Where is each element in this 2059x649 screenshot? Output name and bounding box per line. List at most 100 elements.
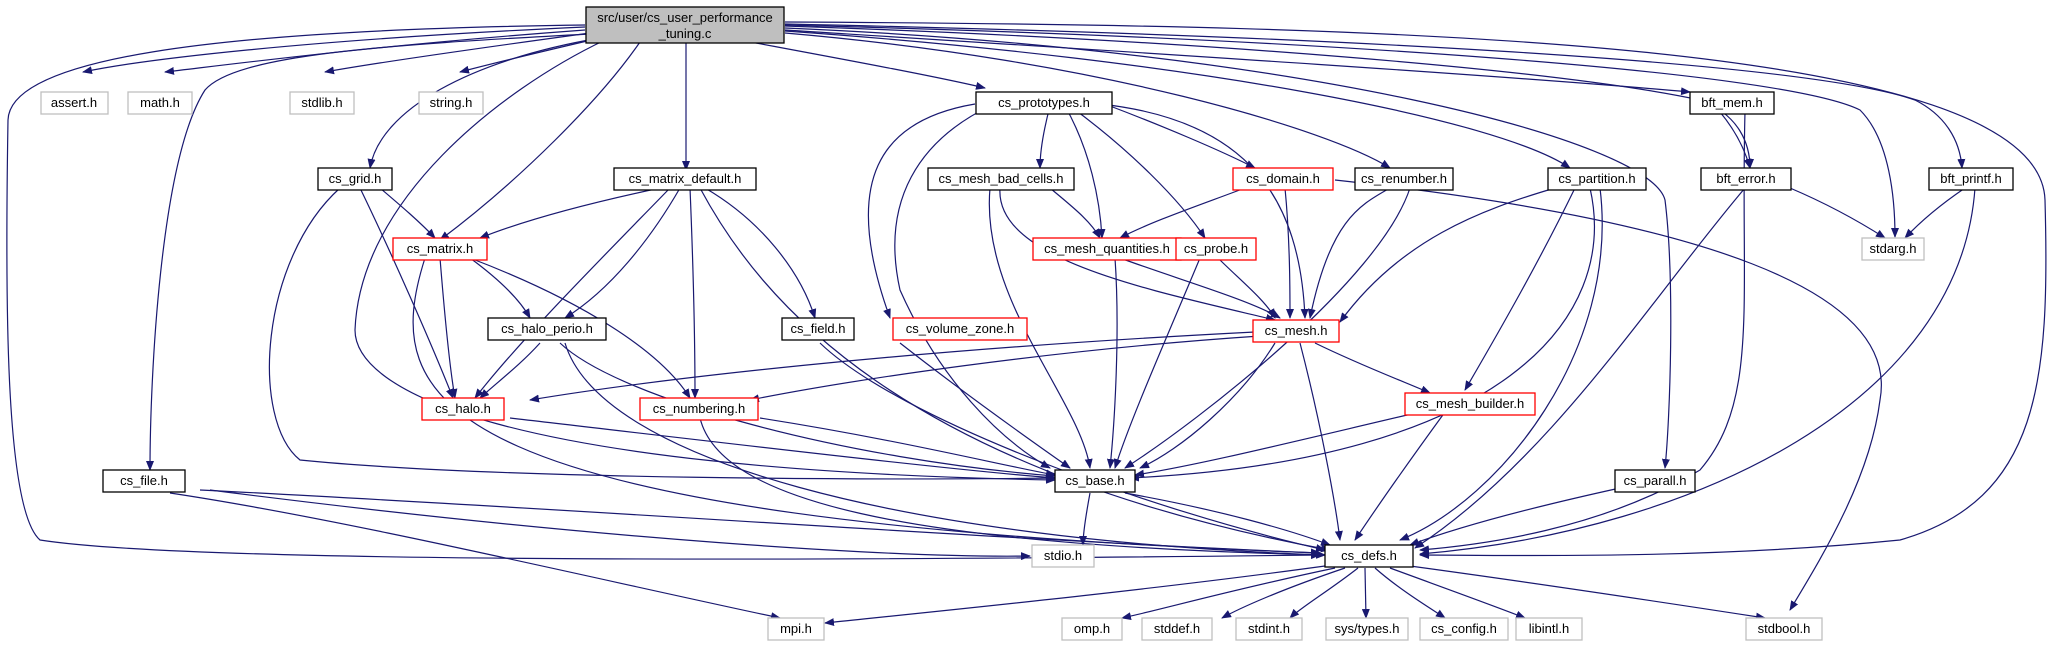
node-cs_mesh_builder[interactable]: cs_mesh_builder.h xyxy=(1404,392,1536,416)
edge-domain-mesh xyxy=(1284,187,1294,319)
node-bft_error[interactable]: bft_error.h xyxy=(1700,167,1792,191)
edge-bft_mem-bft_error xyxy=(1719,111,1752,169)
edge-partition-mesh_builder xyxy=(1464,187,1576,391)
node-label: cs_mesh_builder.h xyxy=(1416,396,1524,411)
node-cs_numbering[interactable]: cs_numbering.h xyxy=(639,397,759,421)
edge-root-cs_defs-right xyxy=(784,21,2047,560)
node-cs_file[interactable]: cs_file.h xyxy=(102,469,186,493)
edge-root-cs_matrix xyxy=(439,41,641,241)
edge-halo_perio-halo xyxy=(479,342,541,399)
node-stddef[interactable]: stddef.h xyxy=(1141,617,1213,641)
node-label: stdio.h xyxy=(1044,548,1082,563)
node-label: cs_defs.h xyxy=(1341,548,1397,563)
node-label: string.h xyxy=(430,95,473,110)
node-bft_mem[interactable]: bft_mem.h xyxy=(1689,91,1775,115)
node-cs_matrix_default[interactable]: cs_matrix_default.h xyxy=(613,167,757,191)
node-cs_config[interactable]: cs_config.h xyxy=(1419,617,1509,641)
node-cs_prototypes[interactable]: cs_prototypes.h xyxy=(975,91,1113,115)
edge-defs-stddef xyxy=(1221,567,1346,619)
node-stdio[interactable]: stdio.h xyxy=(1031,544,1095,568)
edge-mesh_builder-base xyxy=(1134,411,1421,478)
node-cs_grid[interactable]: cs_grid.h xyxy=(317,167,393,191)
node-label: stddef.h xyxy=(1154,621,1200,636)
edge-mesh-numbering xyxy=(749,335,1261,403)
edge-prototypes-probe xyxy=(1069,105,1206,239)
node-label: cs_halo.h xyxy=(435,401,491,416)
node-label: cs_matrix.h xyxy=(407,241,473,256)
node-cs_field[interactable]: cs_field.h xyxy=(781,317,855,341)
node-stdarg[interactable]: stdarg.h xyxy=(1861,237,1925,261)
edge-base-stdio xyxy=(1079,492,1091,546)
node-label: cs_prototypes.h xyxy=(998,95,1090,110)
edge-grid-base xyxy=(268,187,1056,483)
edge-field-defs xyxy=(819,342,1326,552)
node-stdint[interactable]: stdint.h xyxy=(1235,617,1303,641)
edge-defs-stdint xyxy=(1289,567,1359,619)
node-cs_mesh_quantities[interactable]: cs_mesh_quantities.h xyxy=(1032,237,1182,261)
node-stdlib[interactable]: stdlib.h xyxy=(289,91,355,115)
edge-matrix_default-halo_perio xyxy=(564,187,681,319)
node-label: sys/types.h xyxy=(1334,621,1399,636)
node-stdbool[interactable]: stdbool.h xyxy=(1745,617,1823,641)
edge-matrix_default-numbering xyxy=(689,187,699,399)
edge-halo_perio-base xyxy=(559,342,1056,480)
edge-renumber-base xyxy=(1124,187,1411,469)
edge-root-string xyxy=(459,37,601,74)
edge-root-stdarg xyxy=(784,24,1899,238)
edge-file-defs xyxy=(199,489,1321,557)
node-math[interactable]: math.h xyxy=(127,91,193,115)
edge-root-cs_grid xyxy=(367,37,601,169)
node-label: cs_field.h xyxy=(791,321,846,336)
node-label: assert.h xyxy=(51,95,97,110)
node-label: cs_halo_perio.h xyxy=(501,321,593,336)
node-cs_partition[interactable]: cs_partition.h xyxy=(1547,167,1647,191)
edge-defs-omp xyxy=(1121,567,1336,621)
edge-probe-base xyxy=(1113,257,1201,469)
edge-matrix_default-matrix xyxy=(479,187,661,239)
node-libintl[interactable]: libintl.h xyxy=(1515,617,1583,641)
node-mpi[interactable]: mpi.h xyxy=(767,617,825,641)
node-cs_domain[interactable]: cs_domain.h xyxy=(1232,167,1334,191)
edge-halo_perio-defs xyxy=(564,342,1326,559)
node-cs_matrix[interactable]: cs_matrix.h xyxy=(392,237,488,261)
node-cs_mesh[interactable]: cs_mesh.h xyxy=(1252,319,1340,343)
node-label: stdlib.h xyxy=(301,95,342,110)
node-cs_mesh_bad_cells[interactable]: cs_mesh_bad_cells.h xyxy=(927,167,1075,191)
node-cs_base[interactable]: cs_base.h xyxy=(1054,469,1136,493)
edge-grid-matrix xyxy=(379,187,436,239)
node-label: stdint.h xyxy=(1248,621,1290,636)
edge-numbering-defs xyxy=(699,417,1326,559)
node-label: cs_domain.h xyxy=(1246,171,1320,186)
node-label: cs_base.h xyxy=(1065,473,1124,488)
node-string[interactable]: string.h xyxy=(418,91,484,115)
edge-defs-mpi xyxy=(824,565,1326,627)
node-cs_halo[interactable]: cs_halo.h xyxy=(421,397,505,421)
node-label: cs_config.h xyxy=(1431,621,1497,636)
node-label: cs_grid.h xyxy=(329,171,382,186)
node-cs_probe[interactable]: cs_probe.h xyxy=(1175,237,1257,261)
node-cs_parall[interactable]: cs_parall.h xyxy=(1614,469,1696,493)
node-omp[interactable]: omp.h xyxy=(1061,617,1123,641)
node-bft_printf[interactable]: bft_printf.h xyxy=(1928,167,2014,191)
node-cs_halo_perio[interactable]: cs_halo_perio.h xyxy=(487,317,607,341)
edge-domain-stdbool xyxy=(1334,179,1882,611)
node-sys_types[interactable]: sys/types.h xyxy=(1325,617,1409,641)
node-cs_renumber[interactable]: cs_renumber.h xyxy=(1354,167,1454,191)
node-label: cs_renumber.h xyxy=(1361,171,1447,186)
node-cs_defs[interactable]: cs_defs.h xyxy=(1324,544,1414,568)
edge-bft_printf-stdarg xyxy=(1904,187,1966,239)
node-assert[interactable]: assert.h xyxy=(40,91,109,115)
node-label: cs_matrix_default.h xyxy=(629,171,742,186)
edge-mesh_quantities-base xyxy=(1106,257,1118,469)
edge-matrix_default-defs xyxy=(699,187,1331,553)
node-label: bft_error.h xyxy=(1716,171,1775,186)
edge-mesh-halo xyxy=(529,331,1256,403)
edge-mesh-defs xyxy=(1299,342,1343,541)
node-label: cs_probe.h xyxy=(1184,241,1248,256)
node-cs_volume_zone[interactable]: cs_volume_zone.h xyxy=(892,317,1028,341)
edge-prototypes-domain xyxy=(1109,105,1256,169)
node-root-file[interactable]: src/user/cs_user_performance _tuning.c xyxy=(585,6,785,44)
edge-matrix-halo xyxy=(439,257,458,399)
edge-volume_zone-base xyxy=(899,342,1071,469)
